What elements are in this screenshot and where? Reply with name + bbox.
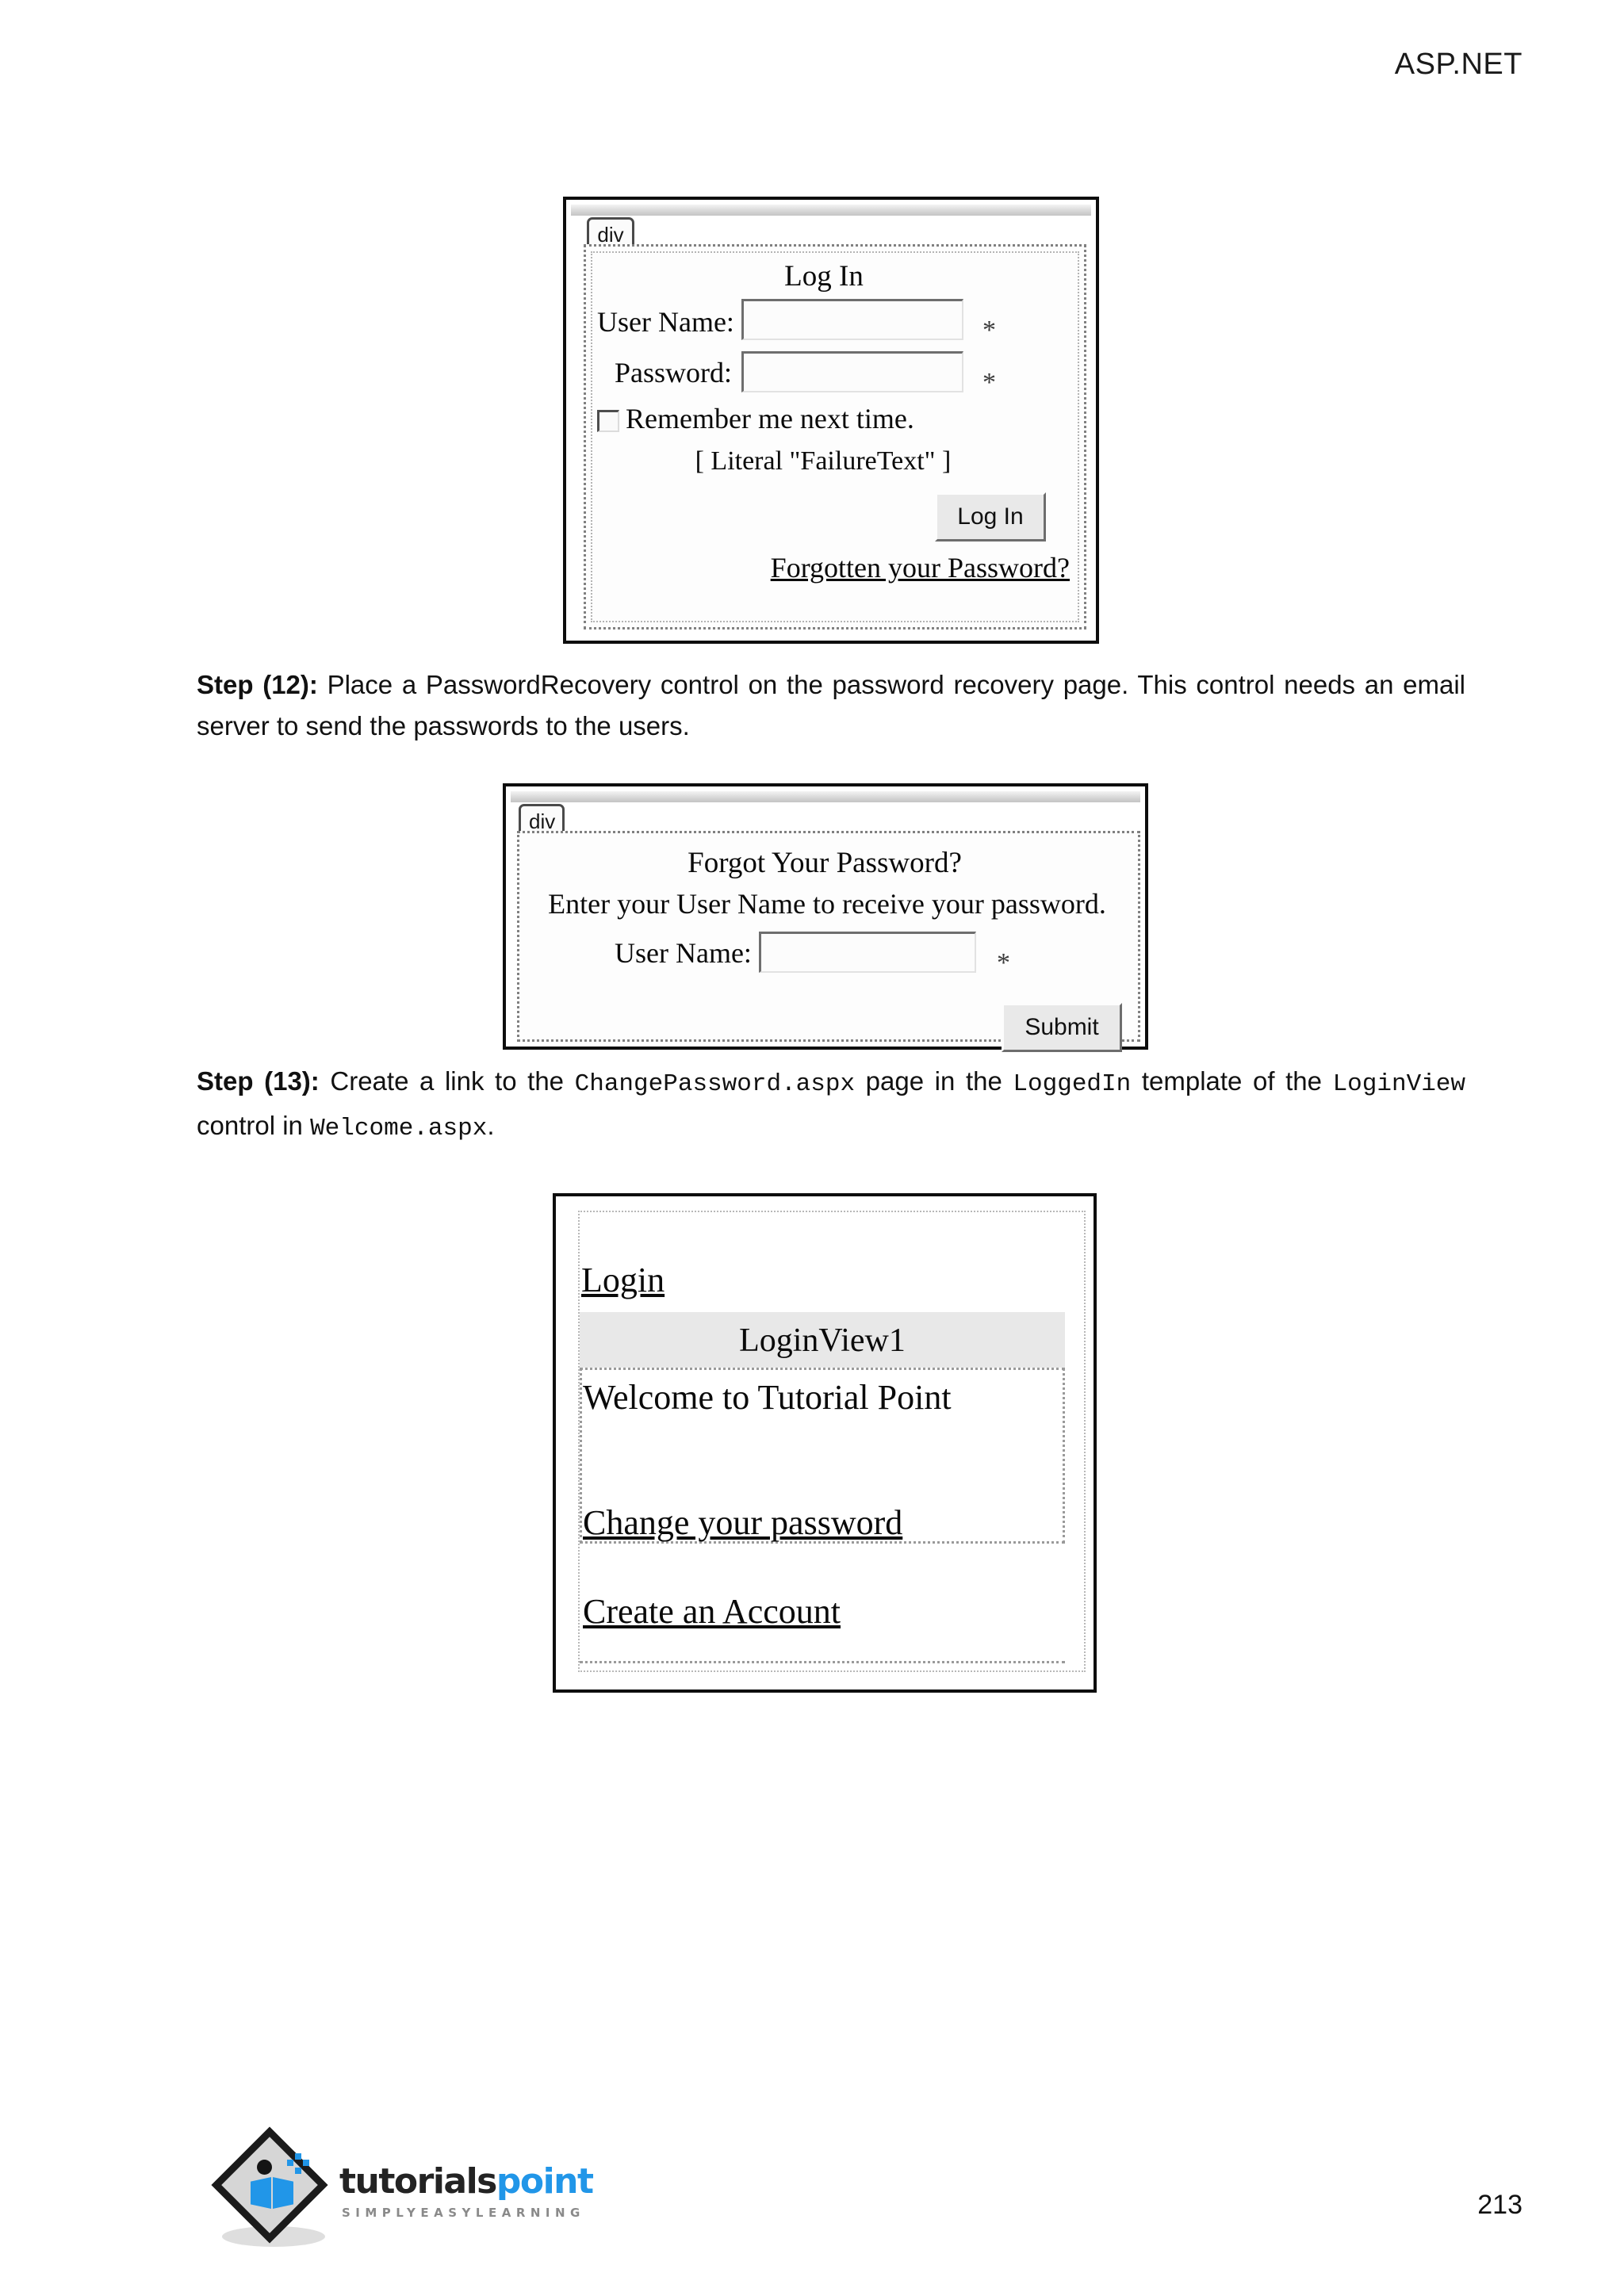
loginview-page-region bbox=[578, 1211, 1086, 1672]
logo-book-left-page bbox=[251, 2177, 271, 2209]
logo-pixel-3 bbox=[295, 2168, 301, 2174]
designer-toolbar-strip-2 bbox=[511, 791, 1140, 802]
username-label: User Name: bbox=[597, 306, 734, 338]
logo-book-icon bbox=[251, 2153, 309, 2209]
step-13-code-welcome: Welcome.aspx bbox=[310, 1115, 488, 1142]
step-12-paragraph: Step (12): Place a PasswordRecovery cont… bbox=[197, 664, 1465, 747]
figure-password-recovery-control: div Forgot Your Password? Enter your Use… bbox=[503, 783, 1148, 1052]
loginview-control-name: LoginView1 bbox=[739, 1322, 906, 1359]
step-13-text-a: Create a link to the bbox=[319, 1066, 575, 1096]
recovery-submit-button[interactable]: Submit bbox=[1002, 1003, 1122, 1052]
logo-pixel-2 bbox=[295, 2153, 301, 2160]
step-13-text-e: . bbox=[487, 1111, 495, 1140]
page-header-title: ASP.NET bbox=[1394, 48, 1522, 81]
step-13-text-d: control in bbox=[197, 1111, 311, 1140]
remember-me-label: Remember me next time. bbox=[626, 403, 914, 434]
loginview-header-band bbox=[580, 1312, 1065, 1368]
password-input[interactable] bbox=[741, 351, 963, 392]
step-12-label: Step (12): bbox=[197, 670, 318, 699]
step-13-label: Step (13): bbox=[197, 1066, 320, 1096]
logo-word-tutorials: tutorials bbox=[339, 2161, 497, 2202]
remember-me-checkbox[interactable] bbox=[597, 410, 619, 432]
recovery-control-region: Forgot Your Password? Enter your User Na… bbox=[517, 831, 1140, 1052]
logo-wordmark: tutorialspoint bbox=[339, 2161, 594, 2202]
login-link[interactable]: Login bbox=[581, 1261, 665, 1299]
footer-logo: tutorialspoint SIMPLYEASYLEARNING bbox=[211, 2126, 617, 2252]
logo-person-head bbox=[257, 2160, 272, 2175]
welcome-text: Welcome to Tutorial Point bbox=[583, 1378, 952, 1417]
logo-word-point: point bbox=[496, 2161, 594, 2202]
step-13-code-loginview: LoginView bbox=[1332, 1070, 1466, 1098]
login-layout-table bbox=[591, 251, 1079, 622]
recovery-instruction: Enter your User Name to receive your pas… bbox=[548, 888, 1106, 920]
step-12-text: Place a PasswordRecovery control on the … bbox=[197, 670, 1466, 740]
logo-pixel-1 bbox=[287, 2160, 293, 2166]
step-13-text-c: template of the bbox=[1131, 1066, 1333, 1096]
forgot-password-link[interactable]: Forgotten your Password? bbox=[770, 552, 1070, 584]
password-required-asterisk: * bbox=[982, 368, 996, 397]
logo-book-right-page bbox=[273, 2177, 293, 2209]
div-tag-badge-2: div bbox=[519, 804, 565, 834]
recovery-username-required-asterisk: * bbox=[997, 948, 1010, 978]
login-title: Log In bbox=[784, 260, 864, 293]
figure-login-control: div Log In User Name: * Password: * Reme… bbox=[563, 197, 1099, 644]
step-13-paragraph: Step (13): Create a link to the ChangePa… bbox=[197, 1061, 1465, 1150]
recovery-username-input[interactable] bbox=[759, 932, 976, 973]
logo-pixel-4 bbox=[303, 2160, 309, 2166]
login-control-region: Log In User Name: * Password: * Remember… bbox=[584, 244, 1086, 629]
recovery-title: Forgot Your Password? bbox=[688, 847, 962, 879]
login-button[interactable]: Log In bbox=[935, 492, 1046, 541]
username-required-asterisk: * bbox=[982, 316, 996, 345]
failure-text-literal: [ Literal "FailureText" ] bbox=[695, 446, 952, 476]
step-13-code-loggedin: LoggedIn bbox=[1013, 1070, 1132, 1098]
password-label: Password: bbox=[615, 357, 733, 388]
username-input[interactable] bbox=[741, 299, 963, 340]
figure-loginview-control: Login LoginView1 Welcome to Tutorial Poi… bbox=[553, 1193, 1097, 1693]
change-password-link[interactable]: Change your password bbox=[583, 1503, 903, 1542]
page-number: 213 bbox=[1477, 2190, 1522, 2220]
step-13-text-b: page in the bbox=[855, 1066, 1013, 1096]
div-tag-badge: div bbox=[587, 217, 634, 247]
step-13-code-changepassword: ChangePassword.aspx bbox=[574, 1070, 856, 1098]
recovery-username-label: User Name: bbox=[615, 937, 752, 969]
loginview-bottom-divider bbox=[580, 1661, 1065, 1663]
create-account-link[interactable]: Create an Account bbox=[583, 1592, 841, 1631]
loggedin-template-region bbox=[580, 1368, 1065, 1544]
logo-tagline: SIMPLYEASYLEARNING bbox=[342, 2206, 585, 2220]
designer-toolbar-strip bbox=[571, 205, 1091, 216]
